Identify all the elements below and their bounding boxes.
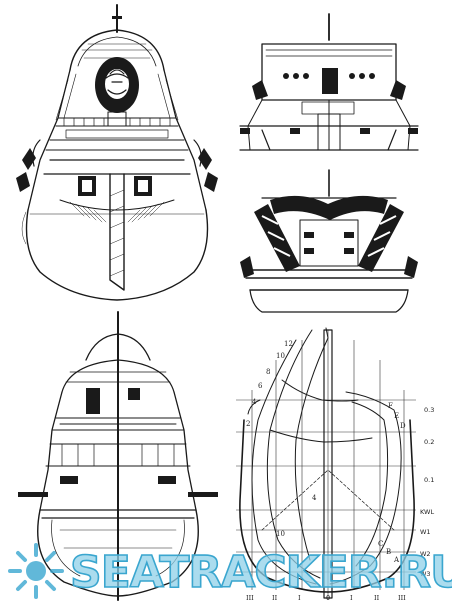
- waterline-label: W3: [420, 570, 431, 578]
- frame-label: A: [393, 556, 400, 564]
- wave-icon: [8, 543, 64, 599]
- watermark: SEATRACKER.RU: [8, 543, 452, 599]
- frame-label: 10: [276, 530, 285, 538]
- watermark-text: SEATRACKER.RU: [70, 547, 452, 598]
- section-label: I: [298, 594, 301, 602]
- section-label: III: [246, 594, 254, 602]
- waterline-label: 0.2: [424, 438, 434, 446]
- frame-label: 8: [266, 368, 270, 376]
- beakhead-elevation-drawing: [240, 169, 418, 313]
- body-plan-grid: [236, 330, 416, 600]
- section-label: II: [374, 594, 380, 602]
- section-labels: III II I 0 I II III: [246, 594, 406, 602]
- waterline-labels: 0.3 0.2 0.1 KWL W1 W2 W3: [420, 406, 434, 578]
- frame-label: B: [386, 548, 391, 556]
- stern-view-drawing: [16, 4, 218, 301]
- section-label: III: [398, 594, 406, 602]
- frame-label: 6: [258, 382, 263, 390]
- waterline-label: 0.1: [424, 476, 434, 484]
- forecastle-elevation-drawing: [239, 13, 419, 151]
- section-label: 0: [326, 594, 330, 602]
- body-plan-drawing: 12 10 8 6 4 2 F E D C B A 4 10 0.3 0.2 0…: [236, 327, 434, 602]
- coat-of-arms-carving: [95, 57, 139, 113]
- frame-label: 2: [246, 420, 250, 428]
- frame-numbers: 12 10 8 6 4 2 F E D C B A 4 10: [246, 340, 406, 564]
- waterline-label: W1: [420, 528, 431, 536]
- section-label: I: [350, 594, 353, 602]
- waterline-label: 0.3: [424, 406, 434, 414]
- waterline-label: W2: [420, 550, 431, 558]
- frame-label: F: [388, 402, 393, 410]
- waterline-label: KWL: [420, 508, 434, 516]
- frame-label: E: [394, 412, 399, 420]
- frame-label: 12: [284, 340, 293, 348]
- section-label: II: [272, 594, 278, 602]
- frame-label: 4: [312, 494, 317, 502]
- frame-label: D: [400, 422, 406, 430]
- frame-label: C: [378, 540, 383, 548]
- midship-section-drawing: [18, 311, 218, 601]
- frame-label: 4: [252, 398, 257, 406]
- frame-label: 10: [276, 352, 285, 360]
